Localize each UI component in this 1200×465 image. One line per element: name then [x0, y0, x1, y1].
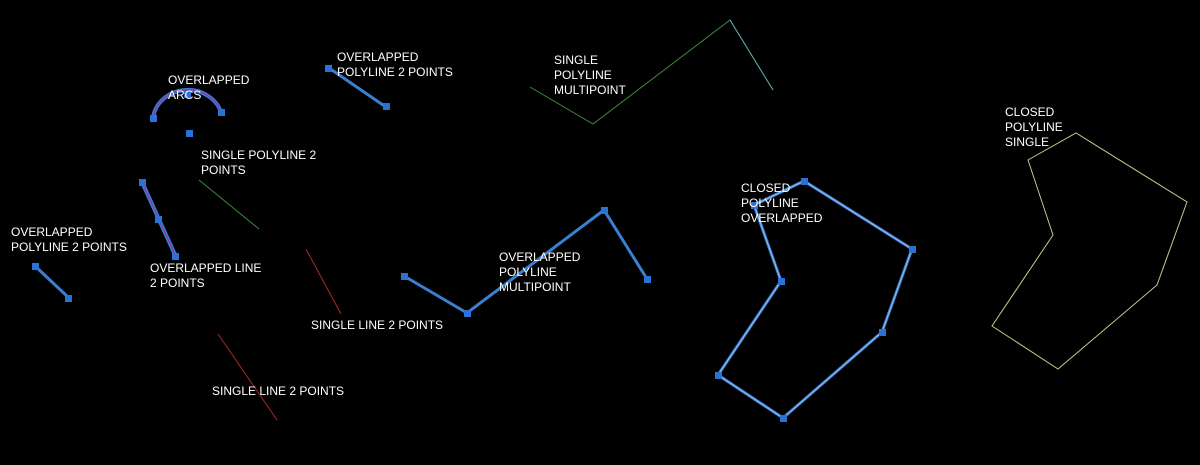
grip-pl2-top-end[interactable] [383, 103, 390, 110]
grip-line-end[interactable] [172, 253, 179, 260]
single-polyline-2-points[interactable] [198, 179, 260, 230]
grip-cpo-4[interactable] [879, 329, 886, 336]
grip-arc-center[interactable] [186, 130, 193, 137]
grip-arc-start[interactable] [150, 115, 157, 122]
grip-arc-end[interactable] [218, 109, 225, 116]
label-single-polyline-2: SINGLE POLYLINE 2 POINTS [201, 148, 320, 177]
overlapped-polyline-2-points-left[interactable] [33, 264, 71, 300]
label-overlapped-line-2: OVERLAPPED LINE 2 POINTS [150, 261, 265, 290]
grip-line-mid[interactable] [155, 216, 162, 223]
grip-plm-1[interactable] [401, 273, 408, 280]
grip-cpo-3[interactable] [909, 246, 916, 253]
grip-plm-4[interactable] [644, 276, 651, 283]
overlapped-polyline-multipoint[interactable] [403, 207, 649, 315]
label-single-line-2-bottom: SINGLE LINE 2 POINTS [212, 384, 344, 398]
label-closed-polyline-overlapped: CLOSED POLYLINE OVERLAPPED [741, 181, 823, 225]
grip-cpo-5[interactable] [780, 415, 787, 422]
closed-polyline-overlapped-highlight [717, 180, 913, 419]
grips[interactable] [32, 65, 916, 422]
overlapped-arcs-inner [152, 89, 222, 119]
overlapped-polyline-2-points-top[interactable] [328, 66, 387, 109]
label-single-polyline-multipoint: SINGLE POLYLINE MULTIPOINT [554, 53, 626, 97]
label-overlapped-arcs: OVERLAPPED ARCS [168, 73, 253, 102]
grip-line-start[interactable] [139, 179, 146, 186]
label-overlapped-polyline-multipoint: OVERLAPPED POLYLINE MULTIPOINT [499, 250, 584, 294]
grip-pl2-left-end[interactable] [65, 295, 72, 302]
single-polyline-multipoint-tail [729, 19, 774, 91]
grip-cpo-2[interactable] [801, 178, 808, 185]
grip-cpo-6[interactable] [715, 372, 722, 379]
single-line-2-points-bottom[interactable] [217, 333, 278, 421]
label-overlapped-polyline-2-left: OVERLAPPED POLYLINE 2 POINTS [11, 225, 127, 254]
grip-pl2-left-start[interactable] [32, 263, 39, 270]
grip-plm-3[interactable] [601, 207, 608, 214]
label-single-line-2-middle: SINGLE LINE 2 POINTS [311, 318, 443, 332]
grip-pl2-top-start[interactable] [325, 65, 332, 72]
label-closed-polyline-single: CLOSED POLYLINE SINGLE [1005, 105, 1066, 149]
grip-cpo-7[interactable] [778, 278, 785, 285]
closed-polyline-single[interactable] [991, 132, 1188, 370]
grip-cpo-1[interactable] [751, 202, 758, 209]
label-overlapped-polyline-2-top: OVERLAPPED POLYLINE 2 POINTS [337, 50, 453, 79]
grip-arc-mid[interactable] [184, 91, 191, 98]
single-line-2-points-middle[interactable] [305, 248, 342, 315]
grip-plm-2[interactable] [464, 310, 471, 317]
